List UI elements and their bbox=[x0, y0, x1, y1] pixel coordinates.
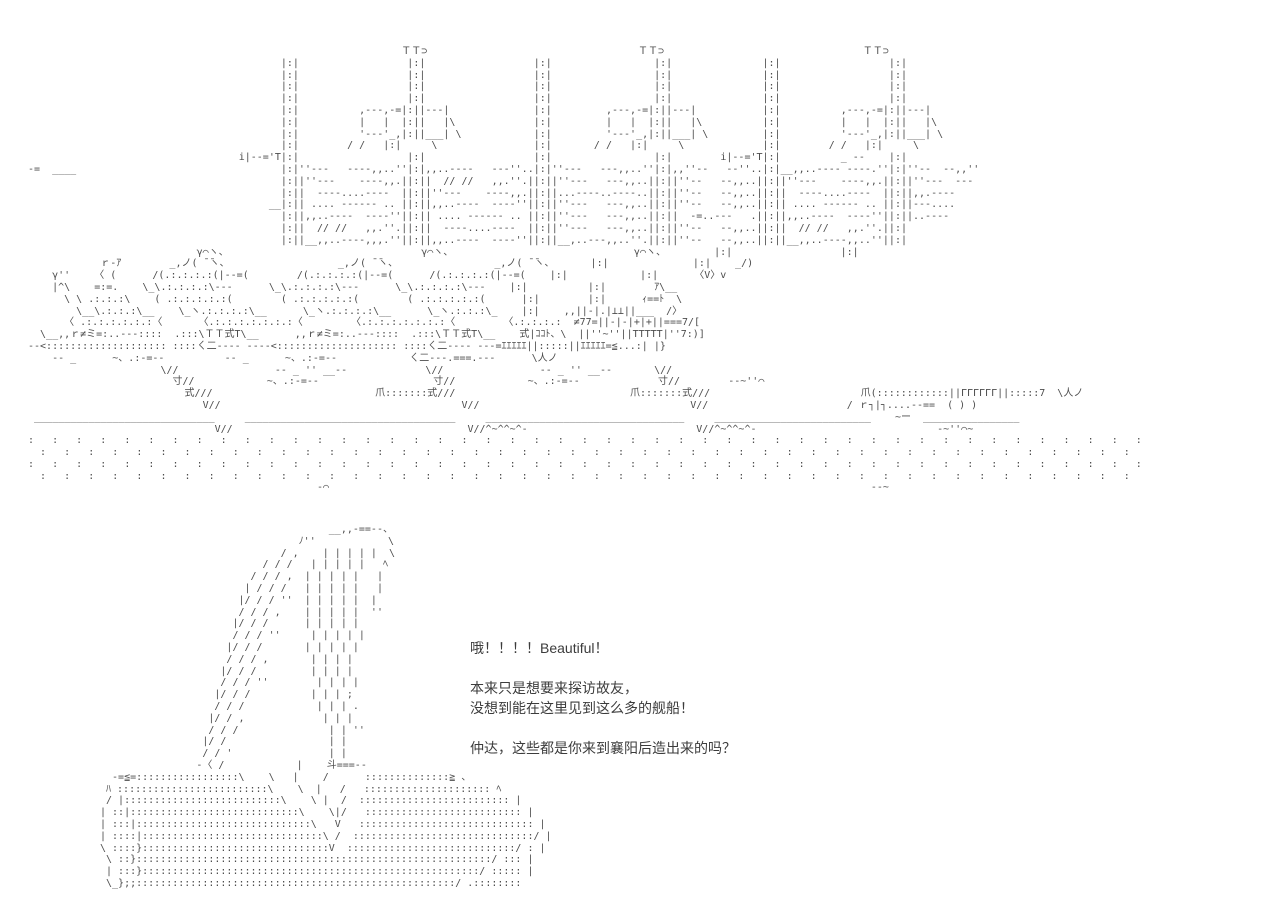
fleet-ascii-art: ＴＴ⊃ ＴＴ⊃ ＴＴ⊃ |:| |:| |:| |:| bbox=[28, 46, 1142, 494]
dialogue-line-ships: 没想到能在这里见到这么多的舰船！ bbox=[470, 700, 694, 716]
dialogue-line-visit: 本来只是想要来探访故友， bbox=[470, 680, 638, 696]
dialogue-text: 哦！！！！Beautiful！ 本来只是想要来探访故友， 没想到能在这里见到这么… bbox=[470, 638, 736, 758]
dialogue-line-exclaim: 哦！！！！Beautiful！ bbox=[470, 640, 609, 656]
dialogue-line-question: 仲达，这些都是你来到襄阳后造出来的吗？ bbox=[470, 740, 736, 756]
figure-ascii-art: __,,-==--、 ﾉ'' \ / , | | | | | \ / / / |… bbox=[100, 524, 552, 889]
